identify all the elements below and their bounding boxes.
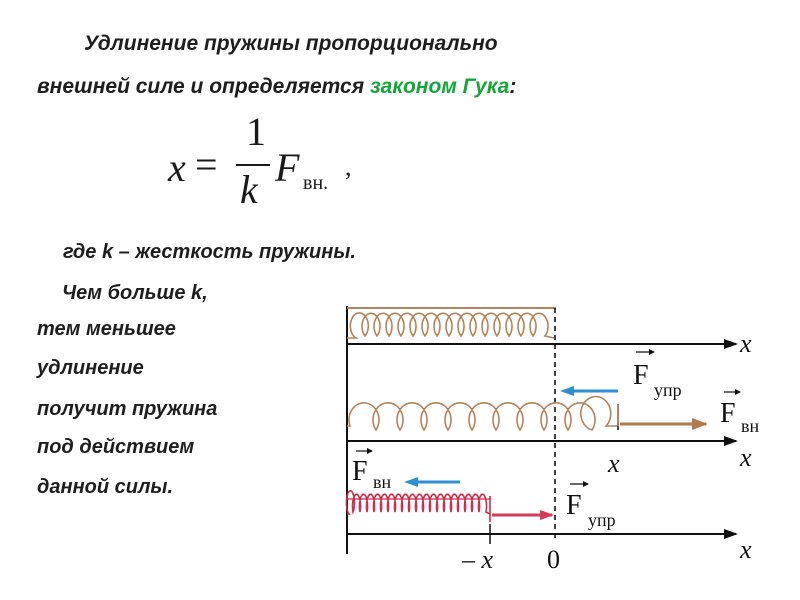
explanation-line-5-text: под действием xyxy=(37,436,195,458)
label-f-vn-1: F вн xyxy=(720,389,759,436)
formula-equals: = xyxy=(195,142,218,187)
formula-numerator: 1 xyxy=(246,109,266,154)
hooke-formula: x = 1 k F вн. , xyxy=(160,109,380,222)
heading-line-2: внешней силе и определяется законом Гука… xyxy=(37,75,516,99)
axis-1-label: x xyxy=(739,329,752,358)
spring-compressed xyxy=(345,490,491,515)
axis-3-label: x xyxy=(739,535,752,564)
heading-line-1: Удлинение пружины пропорционально xyxy=(84,32,498,56)
explanation-line-2: тем меньшее xyxy=(37,318,176,341)
heading-line-1-text: Удлинение пружины пропорционально xyxy=(84,32,498,55)
label-f-upr-1-f: F xyxy=(633,360,649,391)
explanation-line-6: данной силы. xyxy=(37,476,173,499)
formula-comma: , xyxy=(345,152,352,181)
explanation-line-4: получит пружина xyxy=(37,398,217,421)
label-f-vn-2-sub: вн xyxy=(373,472,391,492)
tick-label-neg-x: – x xyxy=(461,545,494,574)
label-f-upr-2: F упр xyxy=(566,481,616,530)
label-f-vn-2-f: F xyxy=(352,456,368,487)
explanation-line-1: Чем больше k, xyxy=(62,282,208,305)
explanation-line-6-text: данной силы. xyxy=(37,476,174,498)
explanation-line-2-text: тем меньшее xyxy=(37,318,176,340)
spring-diagram: x F упр F вн x x F вн F упр x – x xyxy=(345,306,759,574)
label-f-upr-2-f: F xyxy=(566,490,582,521)
explanation-line-3: удлинение xyxy=(37,357,144,380)
heading-line-2-text: внешней силе и определяется xyxy=(37,75,370,98)
tick-label-x: x xyxy=(607,449,620,478)
label-f-vn-1-sub: вн xyxy=(741,416,759,436)
definition-line: где k – жесткость пружины. xyxy=(63,241,356,264)
spring-rest xyxy=(347,312,555,339)
label-f-vn-1-f: F xyxy=(720,398,736,429)
formula-force: F xyxy=(275,145,300,190)
fraction-bar xyxy=(236,164,270,166)
explanation-line-5: под действием xyxy=(37,436,194,459)
label-f-upr-1: F упр xyxy=(633,349,682,400)
label-f-upr-1-sub: упр xyxy=(654,380,682,400)
label-f-upr-2-sub: упр xyxy=(588,510,616,530)
explanation-line-4-text: получит пружина xyxy=(37,398,218,420)
label-f-vn-2: F вн xyxy=(352,448,391,492)
hooke-law-highlight: законом Гука xyxy=(369,75,510,98)
explanation-line-1-text: Чем больше k, xyxy=(62,282,208,304)
definition-text: где k – жесткость пружины. xyxy=(63,241,356,263)
heading-line-2-colon: : xyxy=(509,75,517,98)
formula-force-subscript: вн. xyxy=(303,172,329,194)
formula-denominator: k xyxy=(240,167,258,212)
tick-label-zero: 0 xyxy=(547,545,560,574)
spring-stretched xyxy=(347,395,618,432)
explanation-line-3-text: удлинение xyxy=(37,357,144,379)
axis-2-label: x xyxy=(739,443,752,472)
formula-lhs: x xyxy=(168,145,186,190)
